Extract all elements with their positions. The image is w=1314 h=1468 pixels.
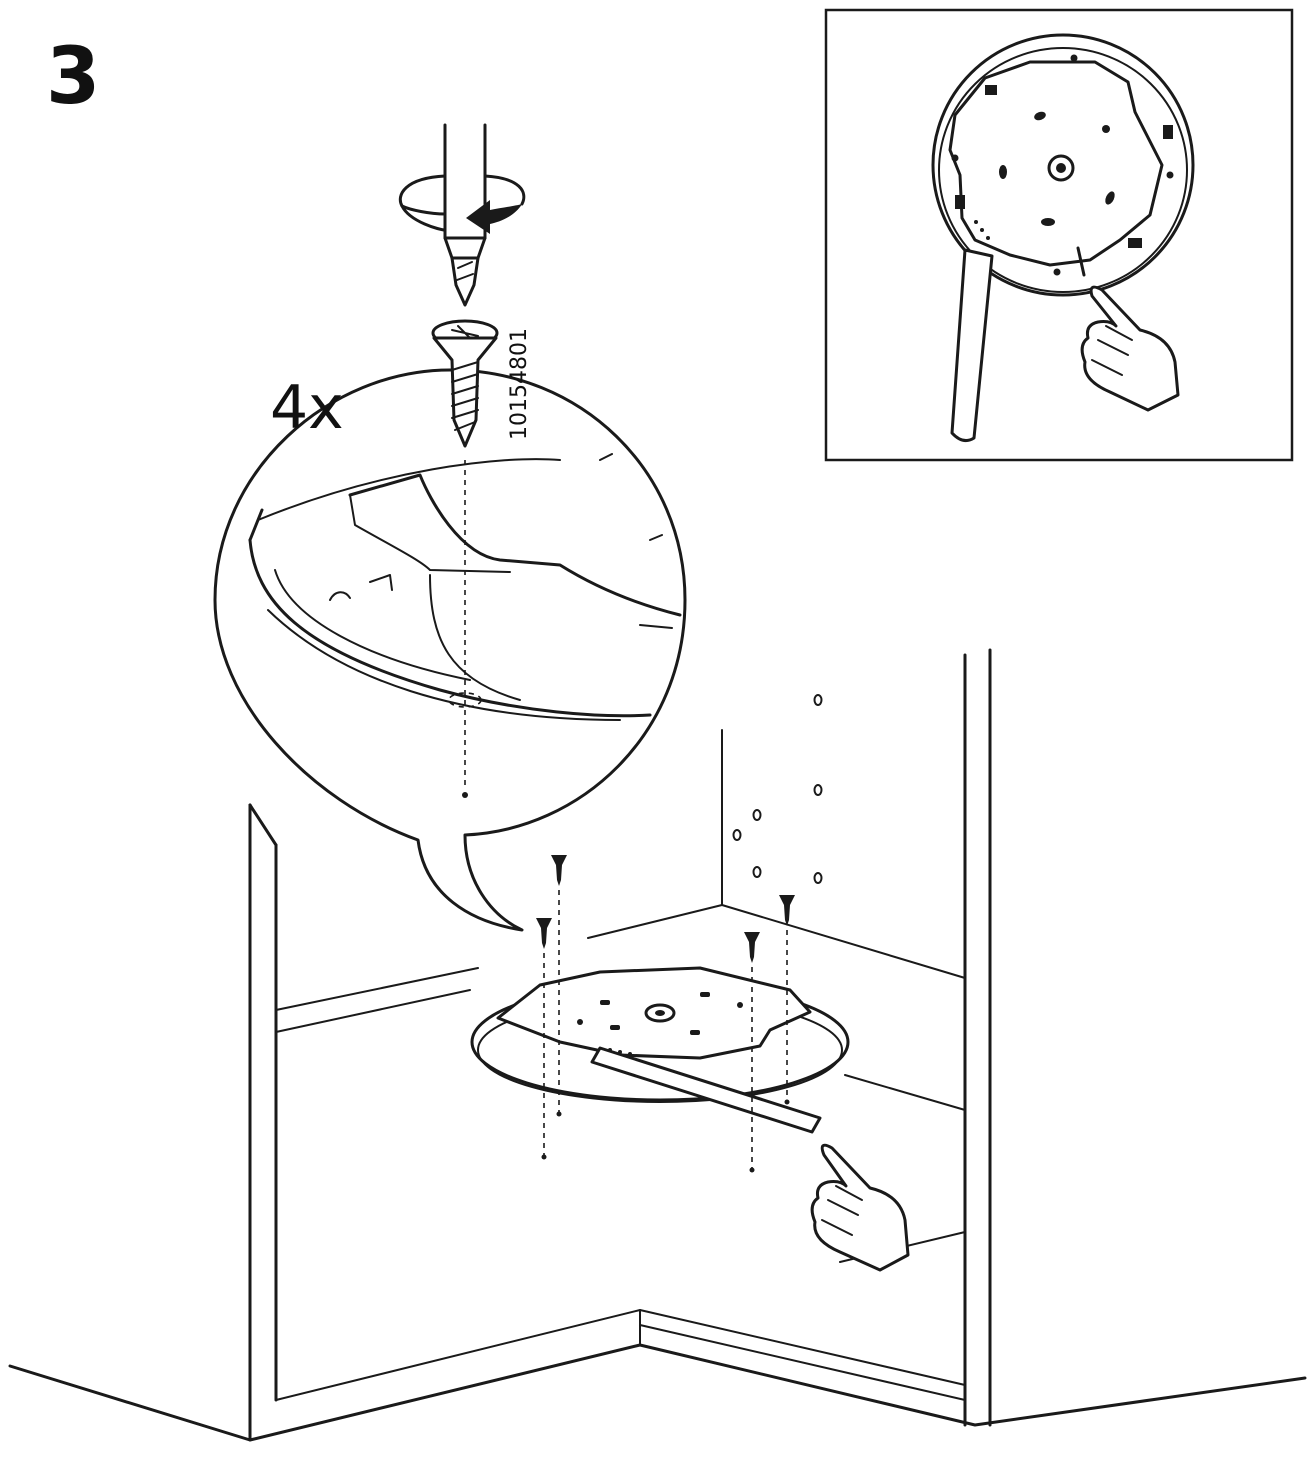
screws-placement xyxy=(536,855,795,1173)
pointing-hand-icon xyxy=(1080,285,1180,412)
screw-icon xyxy=(551,855,567,1117)
cabinet-corner xyxy=(8,648,1307,1442)
rotate-clockwise-arrow-icon xyxy=(398,174,526,234)
swivel-plate-icon xyxy=(931,33,1195,443)
screw-icon xyxy=(536,918,552,1160)
quantity-label: 4x xyxy=(270,373,344,443)
screw-icon xyxy=(744,932,760,1173)
detail-inset xyxy=(824,8,1294,462)
pointing-hand-icon xyxy=(810,1143,910,1272)
swivel-plate xyxy=(470,966,850,1134)
detail-magnifier xyxy=(213,368,687,932)
step-number: 3 xyxy=(46,32,100,122)
screwdriver-icon xyxy=(443,123,487,307)
screw-icon xyxy=(779,895,795,1105)
screw-icon xyxy=(431,319,499,448)
part-number-label: 10154801 xyxy=(507,328,532,440)
